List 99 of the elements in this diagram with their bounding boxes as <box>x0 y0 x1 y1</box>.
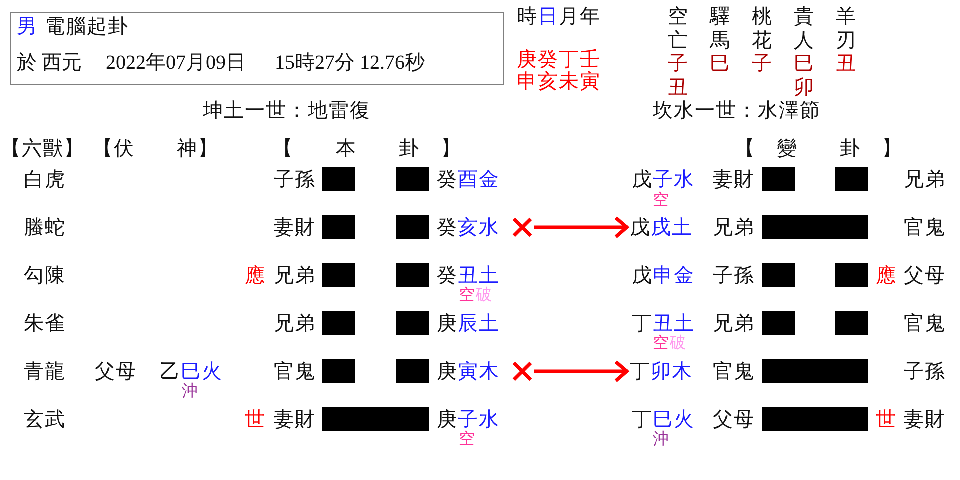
hexagram-title: 坎水一世：水澤節 <box>653 99 821 121</box>
pillar-character: 庚 <box>517 48 538 70</box>
date-prefix: 於 西元 <box>17 52 82 74</box>
heavenly-stem: 癸 <box>437 264 458 286</box>
pillar-header: 日 <box>538 5 559 27</box>
relation-label: 妻財 <box>274 216 316 238</box>
relation-label: 妻財 <box>904 408 946 430</box>
branch-element: 亥水 <box>458 216 500 238</box>
changed-line-text: 丁卯木 <box>630 360 693 382</box>
shi-ying-mark: 世 <box>876 408 897 430</box>
pillar-character: 壬 <box>580 48 601 70</box>
column-header: 【 變 卦 】 <box>735 137 903 159</box>
status-mark: 沖 <box>182 382 198 400</box>
status-mark: 破 <box>476 286 492 304</box>
beast-name: 青龍 <box>24 360 66 382</box>
info-panel <box>10 12 504 85</box>
relation-label: 官鬼 <box>904 312 946 334</box>
beast-name: 白虎 <box>24 168 66 190</box>
relation-label: 兄弟 <box>713 216 755 238</box>
pillar-character: 寅 <box>580 70 601 92</box>
pillar-character: 亥 <box>538 70 559 92</box>
shensha-header: 貴人 <box>794 4 814 52</box>
status-mark: 空 <box>653 191 669 209</box>
changed-line-text: 戊戌土 <box>630 216 693 238</box>
shensha-branch: 子丑 <box>668 51 688 99</box>
heavenly-stem: 戊 <box>632 264 653 286</box>
status-mark: 沖 <box>653 430 669 448</box>
arrow <box>534 216 629 239</box>
heavenly-stem: 丁 <box>632 408 653 430</box>
status-mark: 破 <box>670 334 686 352</box>
relation-label: 父母 <box>95 360 137 382</box>
relation-label: 妻財 <box>713 168 755 190</box>
relation-label: 官鬼 <box>274 360 316 382</box>
shensha-branch: 巳 <box>710 51 730 75</box>
cross-mark-icon <box>512 217 533 238</box>
branch-element: 巳火 <box>181 360 223 382</box>
shensha-header: 桃花 <box>752 4 772 52</box>
beast-name: 朱雀 <box>24 312 66 334</box>
time-text: 15時27分 12.76秒 <box>275 52 425 74</box>
shi-ying-mark: 應 <box>876 264 897 286</box>
hexagram-title: 坤土一世：地雷復 <box>203 99 371 121</box>
relation-label: 兄弟 <box>274 312 316 334</box>
shensha-header: 羊刃 <box>836 4 856 52</box>
column-header: 【 本 卦 】 <box>273 137 462 159</box>
shensha-branch: 丑 <box>836 51 856 75</box>
branch-element: 子水 <box>653 168 695 190</box>
heavenly-stem: 丁 <box>632 312 653 334</box>
pillar-character: 癸 <box>538 48 559 70</box>
relation-label: 父母 <box>904 264 946 286</box>
branch-element: 丑土 <box>458 264 500 286</box>
beast-name: 勾陳 <box>24 264 66 286</box>
pillar-character: 丁 <box>559 48 580 70</box>
pillar-character: 未 <box>559 70 580 92</box>
relation-label: 父母 <box>713 408 755 430</box>
shensha-branch: 子 <box>752 51 772 75</box>
column-header: 【伏 神】 <box>93 137 219 159</box>
heavenly-stem: 庚 <box>437 360 458 382</box>
heavenly-stem: 庚 <box>437 312 458 334</box>
branch-element: 子水 <box>458 408 500 430</box>
status-mark: 空 <box>653 334 669 352</box>
branch-element: 酉金 <box>458 168 500 190</box>
branch-element: 申金 <box>653 264 695 286</box>
pillar-header: 時 <box>517 5 538 27</box>
gender-label: 男 <box>17 15 38 37</box>
heavenly-stem: 癸 <box>437 216 458 238</box>
relation-label: 官鬼 <box>904 216 946 238</box>
status-mark: 空 <box>459 286 475 304</box>
cast-method-label: 電腦起卦 <box>45 15 129 37</box>
relation-label: 妻財 <box>274 408 316 430</box>
date-text: 2022年07月09日 <box>106 52 246 74</box>
heavenly-stem: 癸 <box>437 168 458 190</box>
branch-element: 辰土 <box>458 312 500 334</box>
relation-label: 子孫 <box>904 360 946 382</box>
column-header: 【六獸】 <box>1 137 85 159</box>
pillar-header: 年 <box>580 5 601 27</box>
relation-label: 官鬼 <box>713 360 755 382</box>
cross-mark-icon <box>512 361 533 382</box>
pillar-character: 申 <box>517 70 538 92</box>
heavenly-stem: 戊 <box>632 168 653 190</box>
relation-label: 兄弟 <box>713 312 755 334</box>
heavenly-stem: 庚 <box>437 408 458 430</box>
relation-label: 子孫 <box>713 264 755 286</box>
shensha-header: 空亡 <box>668 4 688 52</box>
shensha-branch: 巳卯 <box>794 51 814 99</box>
pillar-header: 月 <box>559 5 580 27</box>
branch-element: 丑土 <box>653 312 695 334</box>
arrow <box>534 360 629 383</box>
shi-ying-mark: 世 <box>245 408 266 430</box>
beast-name: 玄武 <box>24 408 66 430</box>
beast-name: 螣蛇 <box>24 216 66 238</box>
relation-label: 子孫 <box>274 168 316 190</box>
shensha-header: 驛馬 <box>710 4 730 52</box>
relation-label: 兄弟 <box>274 264 316 286</box>
heavenly-stem: 乙 <box>160 360 181 382</box>
branch-element: 巳火 <box>653 408 695 430</box>
branch-element: 寅木 <box>458 360 500 382</box>
shi-ying-mark: 應 <box>245 264 266 286</box>
relation-label: 兄弟 <box>904 168 946 190</box>
status-mark: 空 <box>459 430 475 448</box>
